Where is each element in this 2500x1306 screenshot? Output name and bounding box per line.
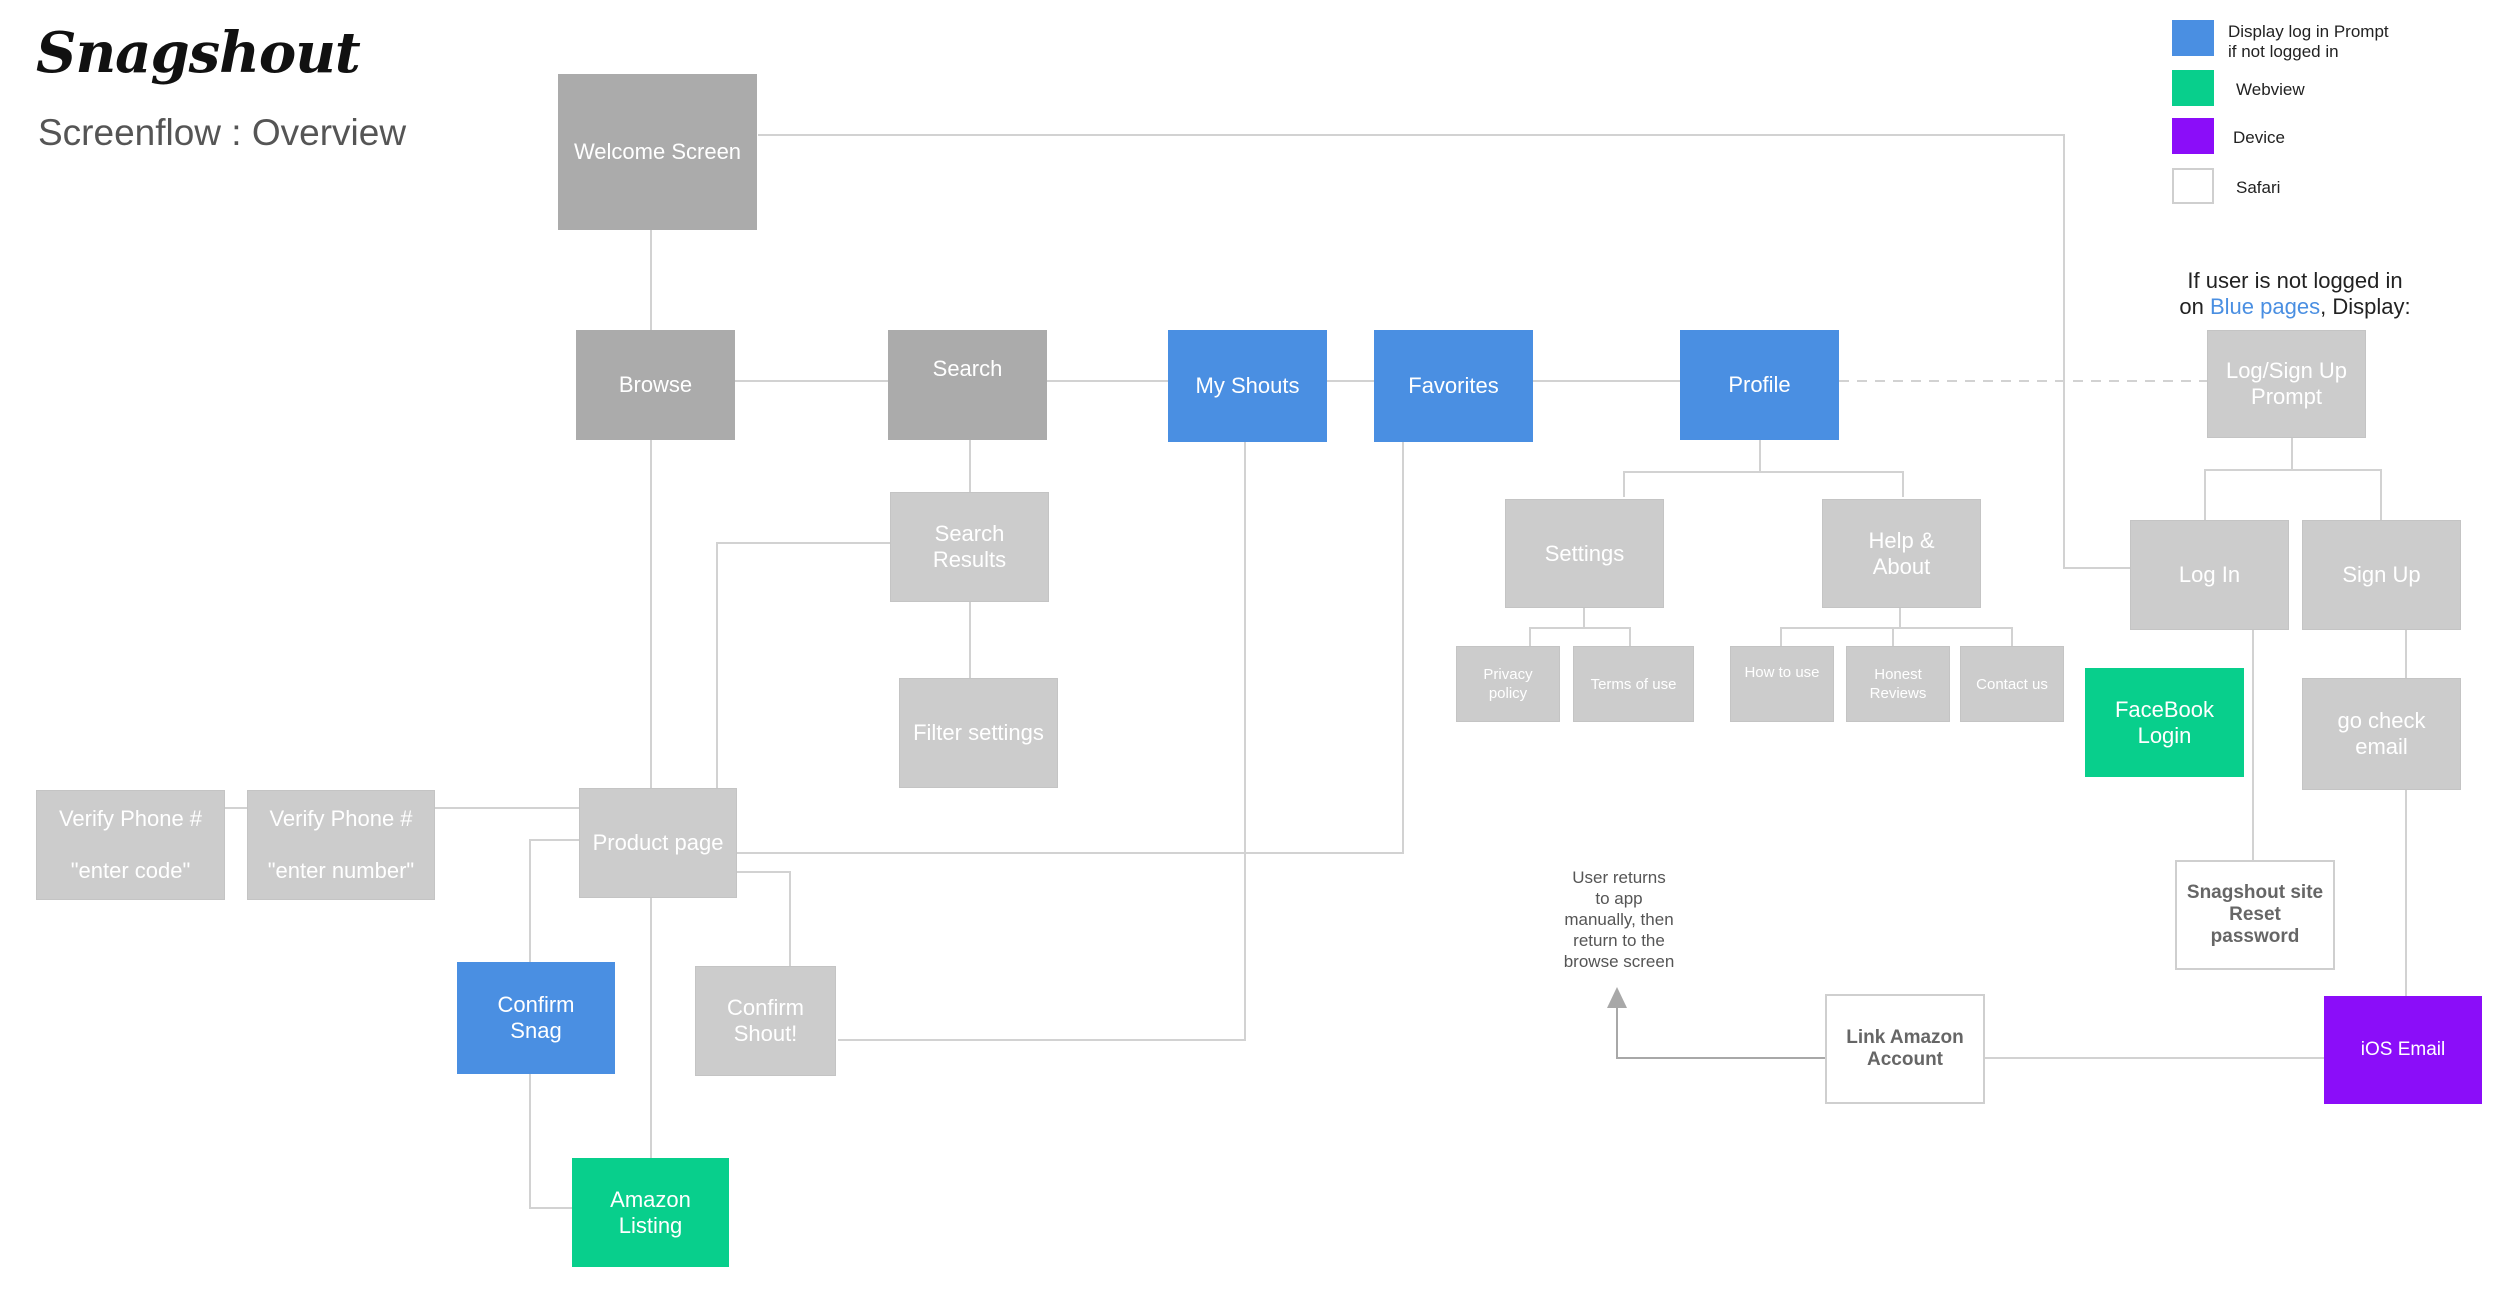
ios-email-node: iOS Email (2324, 996, 2482, 1104)
link-amazon-account-node: Link Amazon Account (1825, 994, 1985, 1104)
terms-of-use-node: Terms of use (1573, 646, 1694, 722)
legend-label-green: Webview (2236, 80, 2305, 99)
help-about-node: Help & About (1822, 499, 1981, 608)
login-note: If user is not logged in on Blue pages, … (2160, 268, 2430, 320)
my-shouts-node: My Shouts (1168, 330, 1327, 442)
snagshout-logo: Snagshout (36, 20, 361, 86)
confirm-snag-node: Confirm Snag (457, 962, 615, 1074)
search-results-node: Search Results (890, 492, 1049, 602)
verify-phone-code-node: Verify Phone # "enter code" (36, 790, 225, 900)
reset-password-node: Snagshout site Reset password (2175, 860, 2335, 970)
contact-us-node: Contact us (1960, 646, 2064, 722)
favorites-node: Favorites (1374, 330, 1533, 442)
legend-label-white: Safari (2236, 178, 2281, 197)
login-note-line2: on Blue pages, Display: (2179, 294, 2411, 319)
amazon-listing-node: Amazon Listing (572, 1158, 729, 1267)
filter-settings-node: Filter settings (899, 678, 1058, 788)
returns-note: User returns to app manually, then retur… (1563, 868, 1675, 971)
legend-swatch-green (2172, 70, 2214, 106)
welcome-screen-node: Welcome Screen (558, 74, 757, 230)
login-note-line1: If user is not logged in (2187, 268, 2403, 293)
browse-node: Browse (576, 330, 735, 440)
product-page-node: Product page (579, 788, 737, 898)
search-node: Search (888, 330, 1047, 440)
legend-label-blue: Display log in Prompt if not logged in (2228, 22, 2389, 61)
privacy-policy-node: Privacy policy (1456, 646, 1560, 722)
log-signup-prompt-node: Log/Sign Up Prompt (2207, 330, 2366, 438)
confirm-shout-node: Confirm Shout! (695, 966, 836, 1076)
go-check-email-node: go check email (2302, 678, 2461, 790)
profile-node: Profile (1680, 330, 1839, 440)
legend-swatch-white (2172, 168, 2214, 204)
page-title: Screenflow : Overview (38, 112, 407, 153)
legend-swatch-blue (2172, 20, 2214, 56)
legend-label-purple: Device (2233, 128, 2285, 147)
verify-phone-number-node: Verify Phone # "enter number" (247, 790, 435, 900)
how-to-use-node: How to use (1730, 646, 1834, 722)
legend-swatch-purple (2172, 118, 2214, 154)
sign-up-node: Sign Up (2302, 520, 2461, 630)
honest-reviews-node: Honest Reviews (1846, 646, 1950, 722)
settings-node: Settings (1505, 499, 1664, 608)
facebook-login-node: FaceBook Login (2085, 668, 2244, 777)
log-in-node: Log In (2130, 520, 2289, 630)
